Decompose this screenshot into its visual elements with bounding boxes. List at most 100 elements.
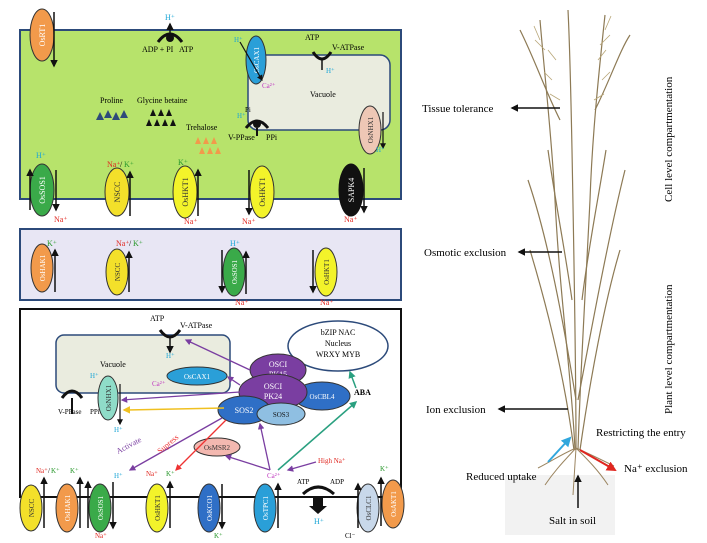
bottom-atp-pump: ATP ADP H⁺ [297, 478, 344, 526]
svg-text:K⁺: K⁺ [70, 467, 79, 475]
svg-text:Na⁺: Na⁺ [344, 215, 358, 224]
svg-text:H⁺: H⁺ [114, 426, 123, 434]
svg-text:ATP: ATP [150, 314, 165, 323]
svg-text:ATP: ATP [305, 33, 320, 42]
svg-text:Na⁺: Na⁺ [242, 217, 256, 226]
svg-text:OsHKT1: OsHKT1 [181, 177, 190, 206]
svg-text:/: / [120, 160, 123, 169]
svg-text:OsCBL4: OsCBL4 [310, 393, 335, 401]
svg-text:WRXY MYB: WRXY MYB [316, 350, 360, 359]
signaling-complex: OsCBL4 OSCI PK15 OSCI PK24 SOS2 SOS3 OsM… [193, 353, 351, 457]
svg-text:H⁺: H⁺ [314, 517, 324, 526]
salt-in-soil-label: Salt in soil [549, 515, 596, 527]
svg-text:Trehalose: Trehalose [186, 123, 218, 132]
bottom-osnhx1: OsNHX1 H⁺ [97, 375, 123, 434]
svg-text:Na⁺: Na⁺ [116, 239, 130, 248]
top-nscc: NSCC Na⁺ / K⁺ [104, 160, 134, 217]
svg-text:OsHKT1: OsHKT1 [154, 495, 162, 521]
svg-text:K⁺: K⁺ [47, 239, 57, 248]
svg-text:H⁺: H⁺ [234, 36, 243, 44]
signaling-arrows [120, 339, 358, 472]
svg-text:NSCC: NSCC [113, 182, 122, 203]
svg-text:H⁺: H⁺ [36, 151, 46, 160]
glycine-betaine-icon [146, 109, 176, 126]
svg-text:H⁺: H⁺ [114, 472, 123, 480]
svg-text:H⁺: H⁺ [165, 13, 175, 22]
svg-text:Cl⁻: Cl⁻ [345, 532, 356, 540]
svg-text:Ca²⁺: Ca²⁺ [152, 380, 166, 388]
svg-text:H⁺: H⁺ [166, 352, 175, 360]
top-cell-panel: OsRT1 H⁺ ADP + PI ATP Vacuole OsCAX1 H⁺ … [19, 8, 402, 226]
na-exclusion-label: Na⁺ exclusion [624, 463, 688, 475]
aba-label: ABA [354, 388, 371, 397]
svg-text:OsHAK1: OsHAK1 [64, 494, 72, 521]
svg-text:/: / [129, 239, 132, 248]
restricting-entry-label: Restricting the entry [596, 427, 686, 439]
svg-text:OsHAK1: OsHAK1 [39, 254, 47, 281]
svg-text:ATP: ATP [179, 45, 194, 54]
svg-text:ADP + PI: ADP + PI [142, 45, 174, 54]
trehalose-icon [195, 137, 221, 154]
svg-text:OsRT1: OsRT1 [38, 24, 47, 47]
svg-text:Na⁺: Na⁺ [107, 160, 121, 169]
bottom-osclc1: OsCLC1 Cl⁻ [345, 482, 380, 540]
bottom-oskco1: OsKCO1 K⁺ [197, 483, 226, 540]
svg-text:/: / [48, 467, 50, 475]
svg-text:Na⁺: Na⁺ [235, 298, 249, 307]
svg-text:OsSOS1: OsSOS1 [231, 259, 239, 284]
top-sapk4: SAPK4 Na⁺ [338, 163, 368, 224]
svg-text:Na⁺: Na⁺ [36, 467, 48, 475]
svg-text:OsSOS1: OsSOS1 [38, 176, 47, 204]
svg-text:Ca²⁺: Ca²⁺ [267, 472, 281, 480]
osmotic-exclusion-label: Osmotic exclusion [424, 247, 507, 259]
osrt1-transporter: OsRT1 [29, 8, 58, 68]
svg-text:OsCLC1: OsCLC1 [365, 495, 373, 520]
svg-text:OsCAX1: OsCAX1 [184, 373, 211, 381]
svg-text:OsNHX1: OsNHX1 [105, 384, 113, 411]
svg-text:OsMSR2: OsMSR2 [204, 444, 231, 452]
proline-icon [96, 110, 128, 120]
svg-text:OsHKT1: OsHKT1 [323, 259, 331, 285]
svg-text:H⁺: H⁺ [90, 372, 99, 380]
cell-level-label: Cell level compartmentation [663, 76, 675, 202]
svg-text:ADP: ADP [330, 478, 344, 486]
svg-text:OsKCO1: OsKCO1 [206, 494, 214, 521]
bottom-oscax1: OsCAX1 [166, 366, 228, 386]
svg-text:Na⁺: Na⁺ [54, 215, 68, 224]
svg-text:OsNHX1: OsNHX1 [367, 116, 375, 143]
svg-text:V-ATPase: V-ATPase [180, 321, 213, 330]
svg-text:K⁺: K⁺ [124, 160, 134, 169]
rice-plant-illustration [519, 9, 631, 451]
svg-text:SOS3: SOS3 [273, 411, 290, 419]
svg-text:OsTPC1: OsTPC1 [262, 495, 270, 520]
svg-text:H⁺: H⁺ [237, 112, 246, 120]
top-ossos1: OsSOS1 H⁺ Na⁺ [26, 151, 68, 224]
soil-patch [505, 475, 615, 535]
top-oshkt1-a: OsHKT1 K⁺ Na⁺ [172, 158, 202, 226]
svg-text:V-ATPase: V-ATPase [332, 43, 365, 52]
plant-level-label: Plant level compartmentation [663, 284, 675, 414]
mid-ossos1: OsSOS1 H⁺ Na⁺ [218, 239, 250, 307]
svg-text:H⁺: H⁺ [230, 239, 240, 248]
svg-text:K⁺: K⁺ [380, 465, 389, 473]
bottom-osakt1: OsAKT1 K⁺ [377, 465, 405, 529]
svg-text:K⁺: K⁺ [178, 158, 188, 167]
bottom-ostpc1: OsTPC1 [253, 482, 282, 533]
high-na-label: High Na⁺ [318, 457, 346, 465]
bottom-ossos1: OsSOS1 H⁺ Na⁺ [84, 472, 123, 540]
svg-text:OsCAX1: OsCAX1 [253, 46, 261, 73]
svg-text:H⁺: H⁺ [376, 146, 385, 154]
nucleus: bZIP NAC Nucleus WRXY MYB [287, 320, 389, 372]
svg-text:K⁺: K⁺ [166, 470, 175, 478]
svg-text:SOS2: SOS2 [235, 406, 254, 415]
top-vppase: H⁺ Pi V-PPase PPi [228, 106, 278, 142]
bottom-oshkt1: OsHKT1 Na⁺ K⁺ [145, 470, 175, 533]
svg-text:OsSOS1: OsSOS1 [97, 495, 105, 520]
svg-text:V-PPase: V-PPase [228, 133, 255, 142]
svg-text:K⁺: K⁺ [133, 239, 143, 248]
osmolytes: Proline Glycine betaine Trehalose [96, 96, 221, 154]
tissue-tolerance-label: Tissue tolerance [422, 103, 494, 115]
svg-text:OsHKT1: OsHKT1 [258, 177, 267, 206]
svg-text:OSCI: OSCI [264, 382, 283, 391]
bottom-oshak1: OsHAK1 K⁺ [55, 467, 84, 533]
